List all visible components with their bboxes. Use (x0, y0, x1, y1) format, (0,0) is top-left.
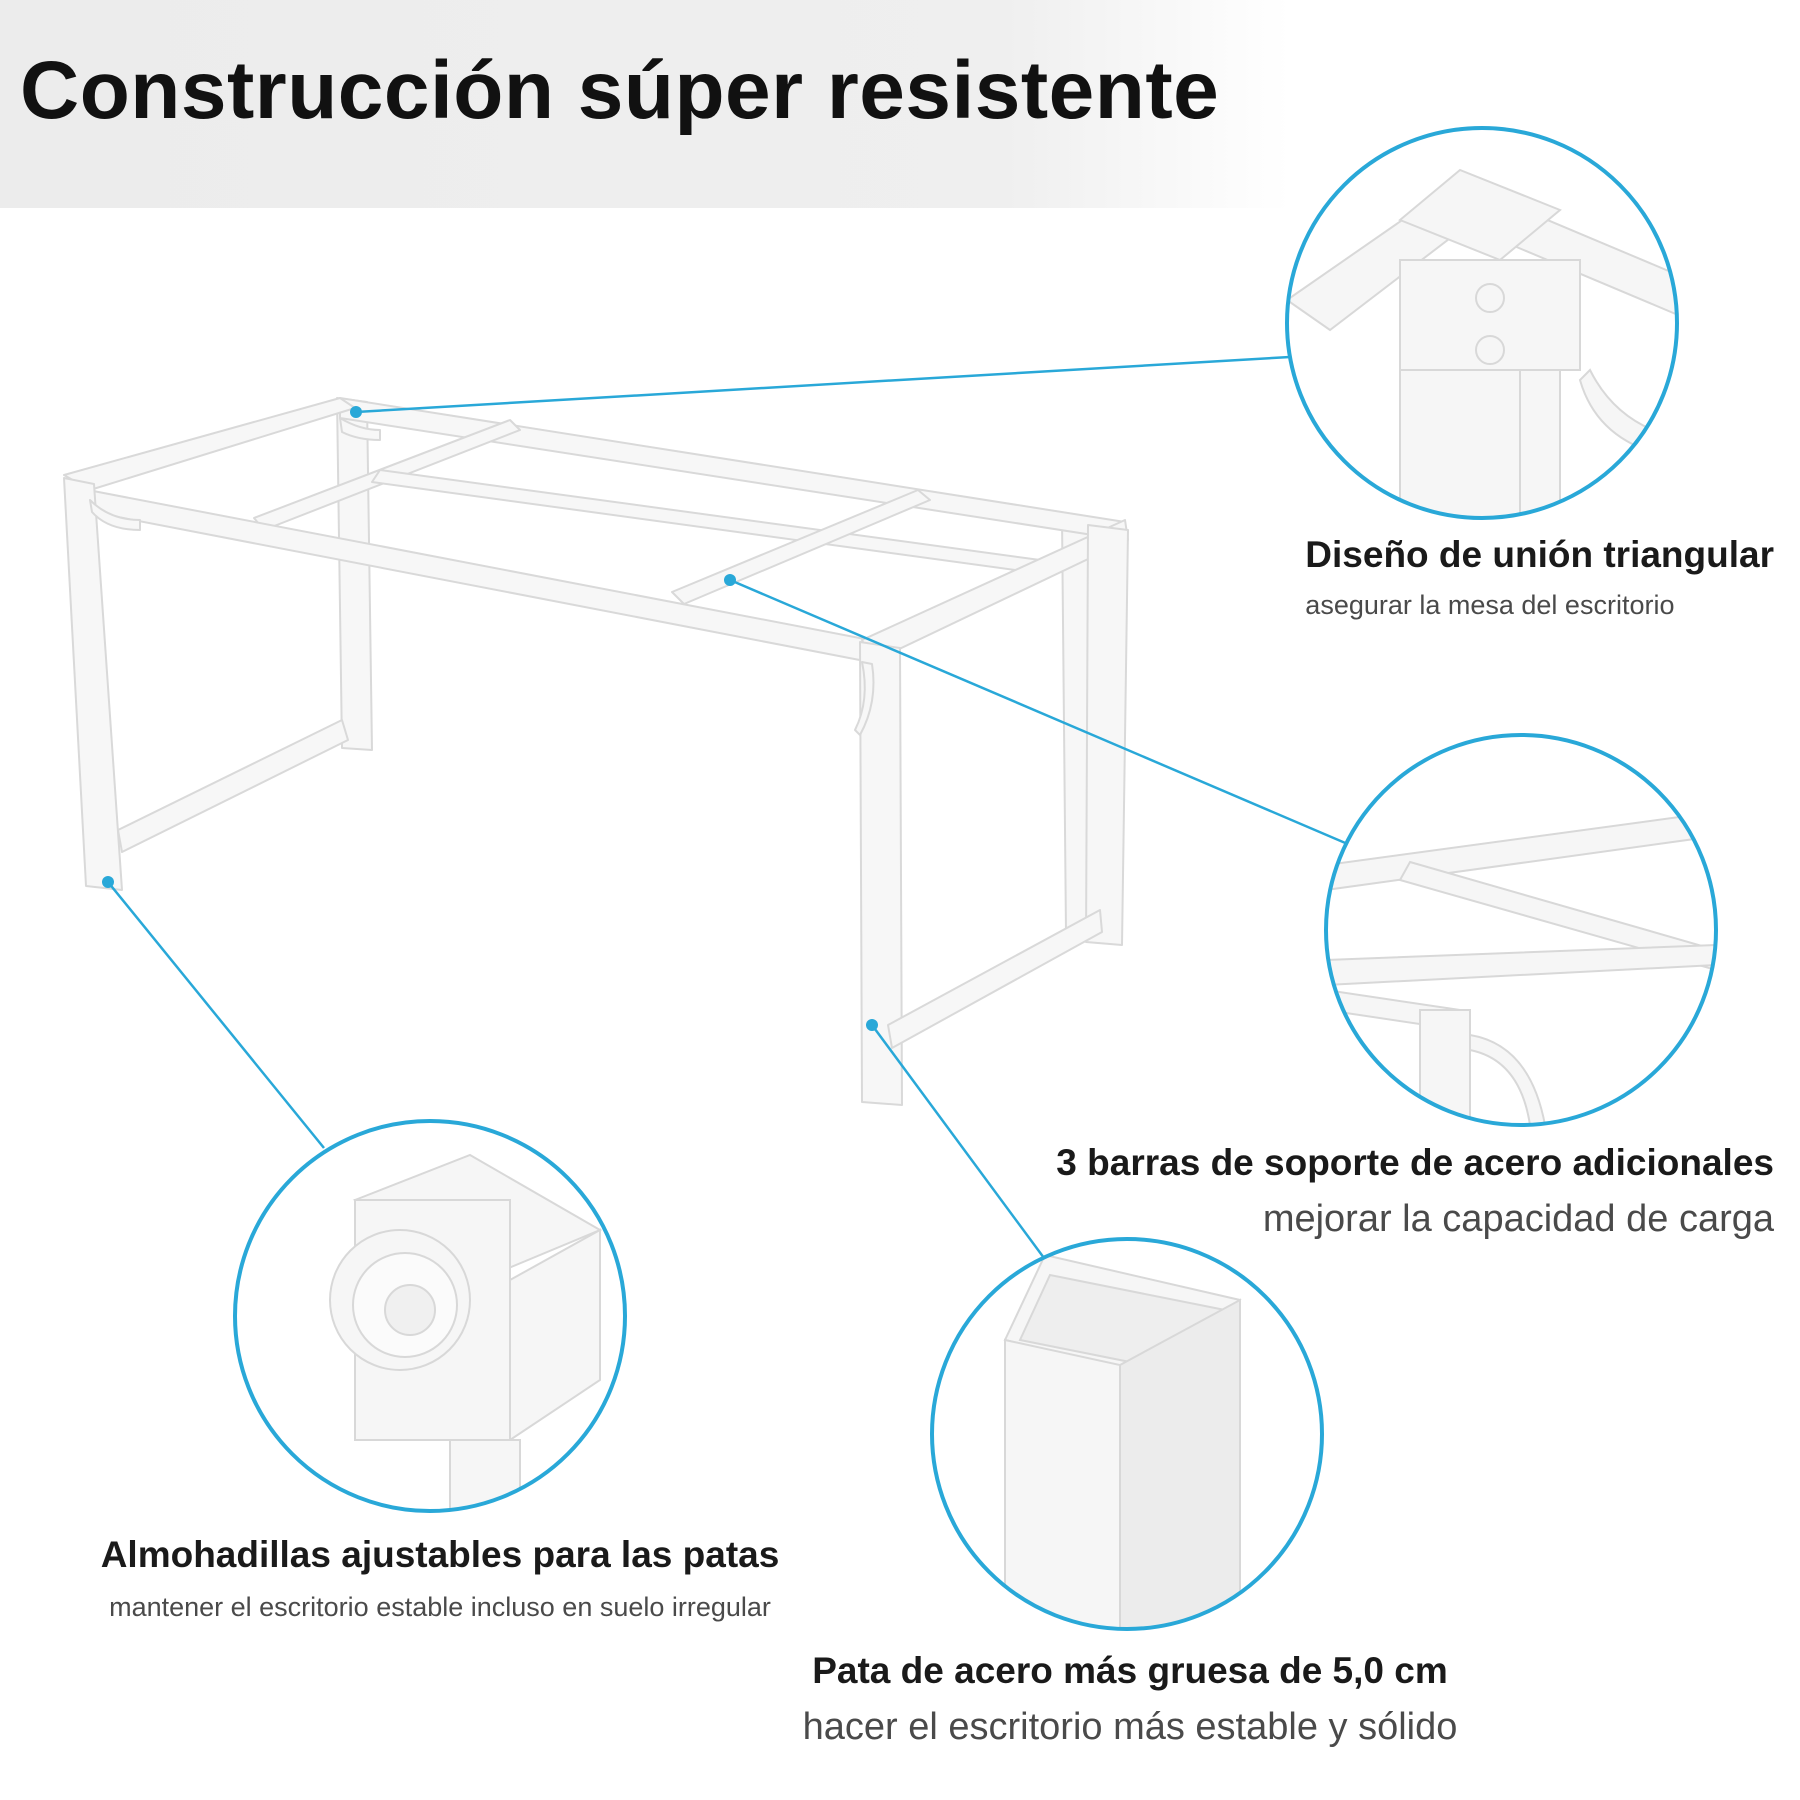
feature-foot-pad-subtitle: mantener el escritorio estable incluso e… (109, 1592, 771, 1622)
feature-joint-label: Diseño de unión triangular asegurar la m… (1305, 534, 1774, 621)
page-title: Construcción súper resistente (20, 45, 1220, 136)
feature-foot-pad-label: Almohadillas ajustables para las patas m… (60, 1534, 820, 1623)
feature-support-bars-title: 3 barras de soporte de acero adicionales (1056, 1142, 1774, 1183)
detail-circle-steel-leg (930, 1237, 1324, 1631)
detail-circle-joint (1285, 126, 1679, 520)
feature-steel-leg-subtitle: hacer el escritorio más estable y sólido (802, 1706, 1458, 1748)
leader-lines (102, 355, 1351, 1259)
feature-foot-pad-title: Almohadillas ajustables para las patas (100, 1534, 780, 1575)
header-band (0, 0, 1290, 208)
feature-steel-leg-label: Pata de acero más gruesa de 5,0 cm hacer… (770, 1650, 1490, 1749)
feature-joint-title: Diseño de unión triangular (1305, 534, 1774, 575)
feature-joint-subtitle: asegurar la mesa del escritorio (1305, 590, 1675, 620)
detail-circle-foot-pad (233, 1119, 627, 1513)
feature-support-bars-label: 3 barras de soporte de acero adicionales… (1056, 1142, 1774, 1241)
detail-circle-support-bars (1324, 733, 1718, 1127)
desk-frame (63, 397, 1129, 1106)
feature-steel-leg-title: Pata de acero más gruesa de 5,0 cm (812, 1650, 1448, 1691)
feature-support-bars-subtitle: mejorar la capacidad de carga (1262, 1198, 1774, 1240)
